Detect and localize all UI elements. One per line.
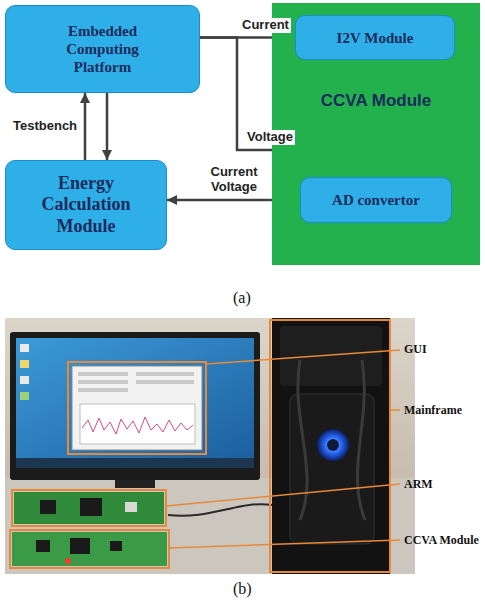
monitor-screen (16, 338, 254, 460)
figure-tag: (b) (233, 579, 252, 598)
monitor-bezel (10, 332, 260, 480)
node-label: CCVA Module (272, 91, 480, 111)
chip (110, 541, 122, 551)
edge-label: Voltage (245, 130, 295, 145)
leader-line (206, 350, 400, 364)
connector (84, 93, 87, 160)
taskbar (16, 458, 254, 468)
fan-hub (327, 439, 339, 451)
gui-window (72, 366, 202, 450)
pc-tower (272, 318, 390, 574)
ccva-outline (10, 530, 169, 568)
edge-label: Current Voltage (200, 165, 268, 195)
gui-chart (80, 404, 195, 444)
leader-line (166, 484, 400, 506)
connector (106, 93, 109, 160)
gui-trace (82, 417, 193, 434)
gui-outline (68, 362, 206, 454)
callout-label: ARM (404, 477, 433, 491)
chip (40, 500, 56, 514)
process-box: AD convertor (300, 177, 452, 223)
arrow-head (80, 93, 90, 103)
desktop-icon (20, 344, 29, 352)
desktop-icon (20, 360, 29, 368)
desktop-icon (20, 376, 29, 384)
arm-board (14, 492, 164, 524)
gui-field (78, 372, 128, 376)
process-box: Energy Calculation Module (5, 160, 167, 250)
tower-fan (317, 429, 349, 461)
process-box: Embedded Computing Platform (5, 5, 200, 93)
desktop-icon (20, 392, 29, 400)
chip (36, 540, 50, 552)
node-text: I2V Module (296, 16, 454, 59)
leader-line (169, 540, 400, 548)
node-label: Energy Calculation Module (26, 173, 146, 238)
node-text: CCVA Module (272, 91, 480, 111)
gui-field (136, 380, 194, 384)
node-label: I2V Module (337, 29, 414, 47)
figure-tag: (a) (233, 288, 251, 307)
connector (125, 502, 137, 512)
monitor-stand (115, 480, 155, 488)
led (65, 558, 71, 564)
gui-field (136, 372, 194, 376)
arrow-head (102, 150, 112, 160)
gui-field (78, 380, 128, 384)
chip (80, 498, 102, 516)
gui-field (78, 388, 128, 392)
process-box: I2V Module (295, 15, 455, 60)
node-label: Embedded Computing Platform (48, 22, 158, 76)
node-label: AD convertor (332, 191, 420, 209)
tower-panel (280, 326, 382, 386)
node-text: Embedded Computing Platform (6, 6, 199, 92)
cable (298, 360, 307, 520)
callout-label: GUI (404, 342, 427, 356)
callout-label: CCVA Module (404, 533, 479, 547)
usb-cable (168, 504, 272, 516)
photo-wall (5, 318, 415, 574)
module-region: CCVA Module I2V Module AD convertor (272, 3, 480, 265)
edge-label: Current (240, 18, 291, 33)
ccva-board (12, 532, 167, 566)
node-text: Energy Calculation Module (6, 161, 166, 249)
cable (357, 360, 365, 520)
arrow-head (167, 195, 177, 205)
edge-label: Testbench (11, 119, 79, 134)
callout-label: Mainframe (404, 403, 462, 417)
arm-outline (12, 490, 166, 526)
node-text: AD convertor (301, 178, 451, 222)
chip (70, 538, 90, 554)
leader-line (390, 409, 400, 411)
